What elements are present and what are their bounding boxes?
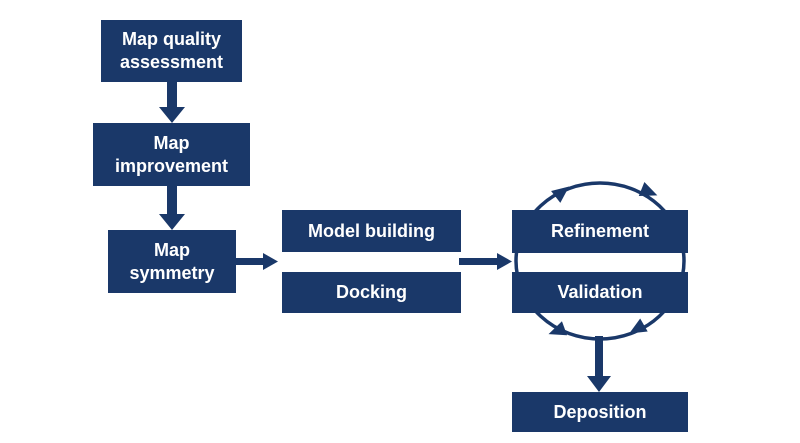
node-map-symmetry: Map symmetry xyxy=(108,230,236,293)
node-label: Validation xyxy=(557,282,643,302)
cycle-arrowhead-bottom-left xyxy=(548,321,568,336)
node-label: Docking xyxy=(335,282,407,302)
node-label: Map symmetry xyxy=(129,239,215,283)
edge-arrow-assessment-to-improvement xyxy=(159,82,185,123)
edge-arrow-modelbuilding-to-refinement xyxy=(459,253,512,270)
node-model-building: Model building xyxy=(282,210,461,252)
node-label: Model building xyxy=(308,220,435,241)
node-validation: Validation xyxy=(512,272,688,313)
node-deposition: Deposition xyxy=(512,392,688,432)
node-label: Map quality assessment xyxy=(119,29,224,72)
iteration-cycle xyxy=(514,181,686,341)
edge-arrow-validation-to-deposition xyxy=(587,336,611,392)
node-map-improvement: Map improvement xyxy=(93,123,250,186)
node-docking: Docking xyxy=(282,272,461,313)
cycle-arrowhead-top-left xyxy=(551,186,570,203)
edge-arrow-symmetry-to-modelbuilding xyxy=(236,253,278,270)
node-label: Map improvement xyxy=(114,132,229,176)
node-label: Refinement xyxy=(550,221,649,241)
node-refinement: Refinement xyxy=(512,210,688,253)
node-label: Deposition xyxy=(553,401,647,422)
cycle-arrowhead-top-right xyxy=(638,182,658,196)
edge-arrow-improvement-to-symmetry xyxy=(159,186,185,230)
node-map-quality-assessment: Map quality assessment xyxy=(101,20,242,82)
cycle-arrowhead-bottom-right xyxy=(629,318,648,334)
iteration-cycle-ellipse xyxy=(514,181,686,341)
